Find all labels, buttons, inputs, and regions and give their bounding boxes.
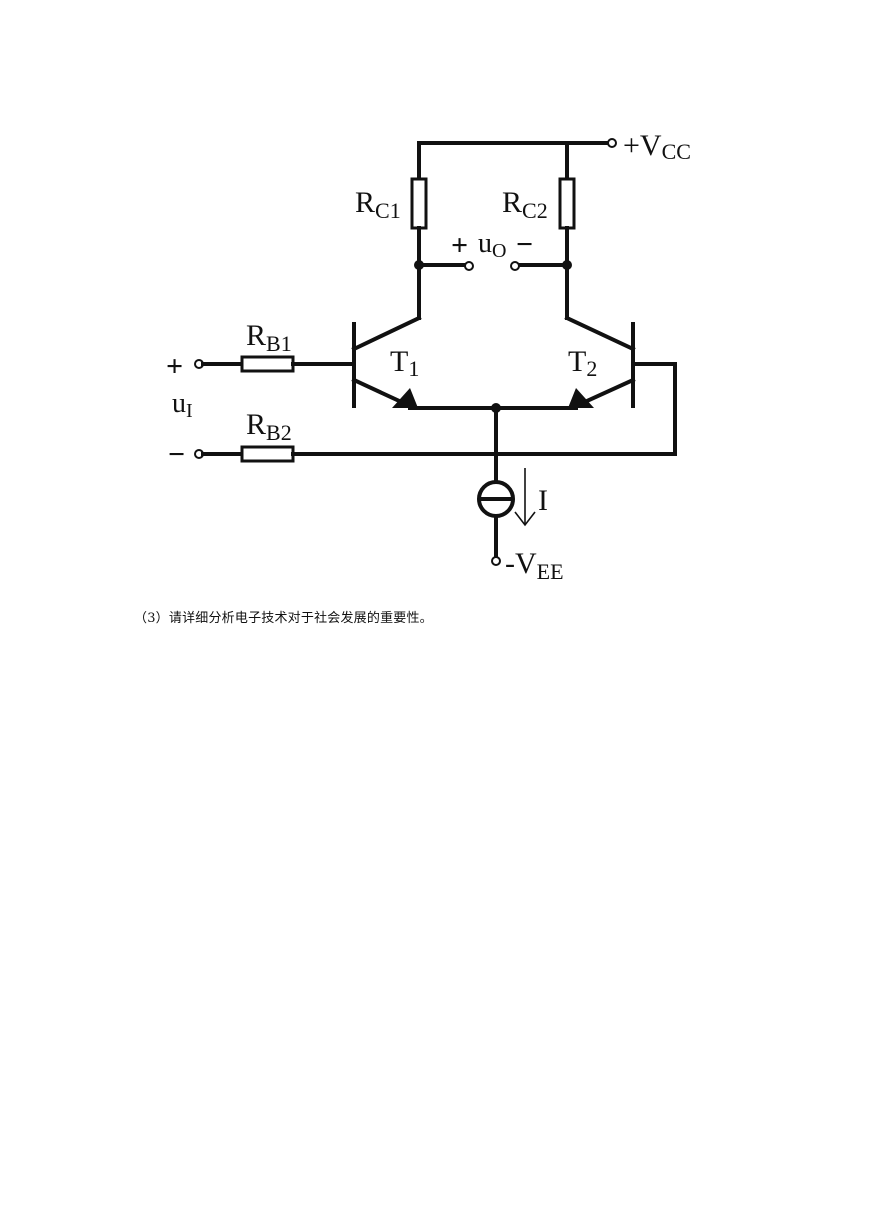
vcc-rail: [417, 138, 617, 148]
resistor-rc2: [558, 141, 576, 320]
rb2-label: RB2: [246, 408, 292, 445]
rc1-label: RC1: [355, 186, 401, 223]
differential-amplifier-circuit: +VCC RC1 RC2 + uO − RB1 RB2 T1 T2 + uI −…: [166, 129, 691, 584]
emitter-node: [408, 403, 578, 483]
uo-label: uO: [478, 228, 506, 262]
output-plus-label: +: [451, 229, 468, 262]
vcc-label: +VCC: [623, 129, 691, 164]
current-source: [477, 480, 515, 566]
resistor-rb1: [194, 355, 356, 373]
output-minus-label: −: [516, 228, 533, 261]
question-text: （3）请详细分析电子技术对于社会发展的重要性。: [134, 611, 433, 626]
input-minus-label: −: [168, 438, 185, 471]
output-terminals: [414, 260, 572, 271]
vee-label: -VEE: [505, 547, 564, 584]
resistor-rb2: [194, 362, 677, 463]
t2-label: T2: [568, 345, 597, 381]
current-arrow-icon: [514, 468, 536, 527]
input-plus-label: +: [166, 350, 183, 383]
resistor-rc1: [410, 141, 428, 320]
t1-label: T1: [390, 345, 419, 381]
current-label: I: [538, 484, 548, 517]
ui-label: uI: [172, 388, 193, 422]
rb1-label: RB1: [246, 319, 292, 356]
rc2-label: RC2: [502, 186, 548, 223]
